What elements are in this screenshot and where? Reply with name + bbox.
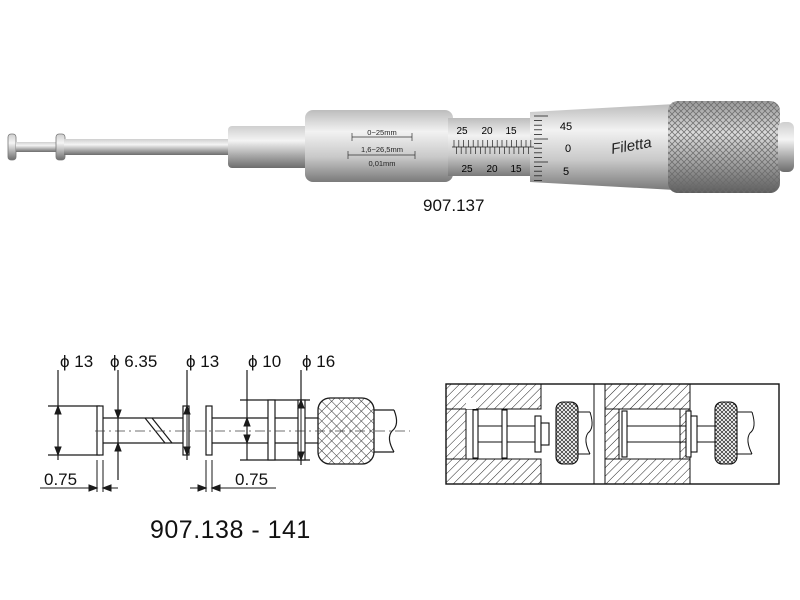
spindle	[64, 139, 234, 155]
label-range: 0~25mm	[367, 128, 396, 137]
dim-gap-right: 0.75	[235, 470, 269, 489]
model-number-main: 907.137	[423, 196, 485, 215]
spindle-step	[228, 126, 312, 168]
frame-labels	[347, 133, 416, 159]
dim-phi10: ϕ 10	[248, 352, 282, 371]
dim-phi6-35: ϕ 6.35	[110, 352, 158, 371]
dim-gap-left: 0.75	[44, 470, 78, 489]
sleeve-number-top: 20	[481, 126, 493, 137]
sleeve-number-bottom: 25	[461, 164, 473, 175]
thimble	[530, 104, 675, 190]
dim-phi16: ϕ 16	[302, 352, 336, 371]
sleeve-number-top: 25	[456, 126, 468, 137]
sleeve-number-top: 15	[505, 126, 517, 137]
dim-phi13-left: ϕ 13	[60, 352, 94, 371]
dimension-drawing	[40, 370, 410, 492]
knurled-knob	[317, 397, 375, 465]
anvil-disc	[7, 133, 66, 161]
micrometer-head-illustration: 0~25mm 1,6~26,5mm 0,01mm 25 20 15 25 20 …	[7, 101, 794, 193]
end-cap	[778, 122, 794, 172]
thimble-number: 5	[563, 166, 569, 178]
frame-body	[305, 110, 453, 182]
left-housing	[445, 383, 542, 485]
label-measuring: 1,6~26,5mm	[361, 145, 403, 154]
application-section-drawing	[445, 383, 780, 485]
thimble-number: 45	[560, 121, 572, 133]
sleeve-number-bottom: 20	[486, 164, 498, 175]
brand-logo: Filetta	[610, 134, 653, 158]
dim-phi13-right: ϕ 13	[186, 352, 220, 371]
thimble-number: 0	[565, 143, 571, 155]
model-number-variants: 907.138 - 141	[150, 516, 311, 544]
label-resolution: 0,01mm	[368, 159, 395, 168]
sleeve-number-bottom: 15	[510, 164, 522, 175]
right-housing	[604, 383, 691, 485]
